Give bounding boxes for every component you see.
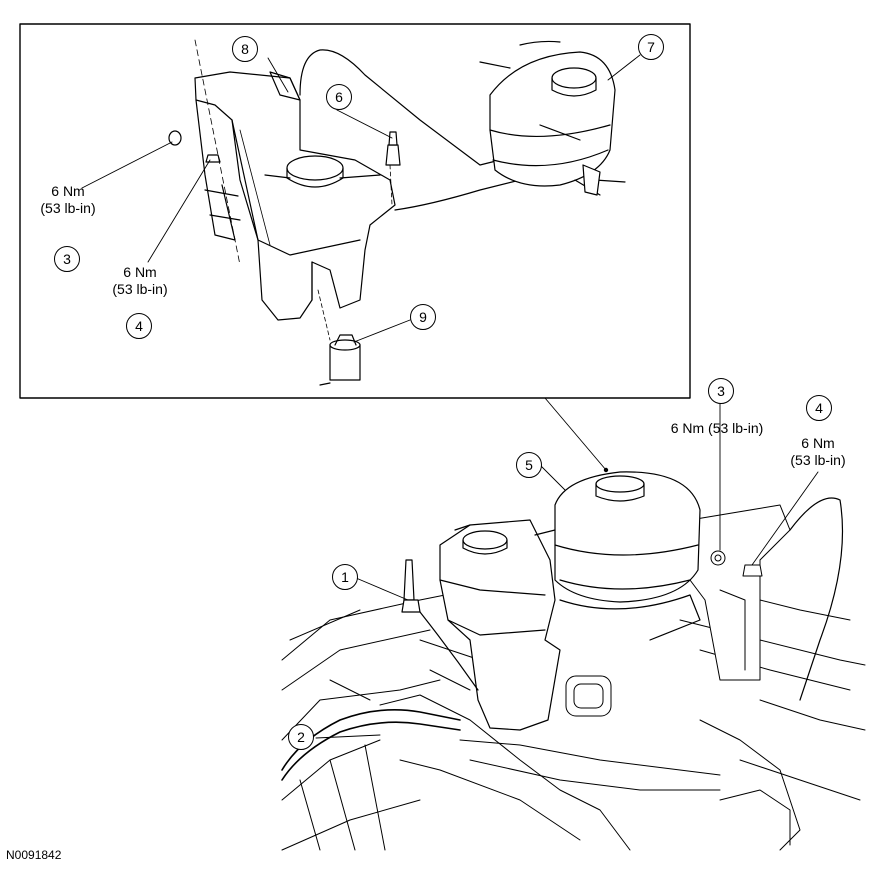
torque-3-main: 6 Nm (53 lb-in)	[670, 420, 764, 436]
main-leaders	[315, 401, 819, 739]
torque-4-inset-lb: (53 lb-in)	[112, 281, 168, 297]
callout-5: 5	[516, 452, 542, 478]
callout-4-main: 4	[806, 395, 832, 421]
callout-3-inset: 3	[54, 246, 80, 272]
torque-3-inset-nm: 6 Nm	[51, 183, 85, 199]
callout-3-main: 3	[708, 378, 734, 404]
callout-1: 1	[332, 564, 358, 590]
main-reservoir-assembly	[401, 471, 701, 731]
callout-7: 7	[638, 34, 664, 60]
torque-4-inset-nm: 6 Nm	[123, 264, 157, 280]
callout-6: 6	[326, 84, 352, 110]
torque-4-main-lb: (53 lb-in)	[790, 452, 846, 468]
callout-9: 9	[410, 304, 436, 330]
inset-reservoir-assembly	[168, 39, 581, 386]
inset-expansion-tank	[479, 40, 626, 196]
figure-id: N0091842	[6, 848, 62, 862]
inset-leaders	[81, 54, 641, 343]
torque-3-inset-lb: (53 lb-in)	[40, 200, 96, 216]
inset-frame	[19, 23, 691, 399]
inset-pointer-line	[544, 397, 607, 471]
main-body-structure	[281, 497, 866, 851]
callout-4-inset: 4	[126, 313, 152, 339]
callout-8: 8	[232, 36, 258, 62]
torque-4-main-nm: 6 Nm	[801, 435, 835, 451]
callout-2: 2	[288, 724, 314, 750]
